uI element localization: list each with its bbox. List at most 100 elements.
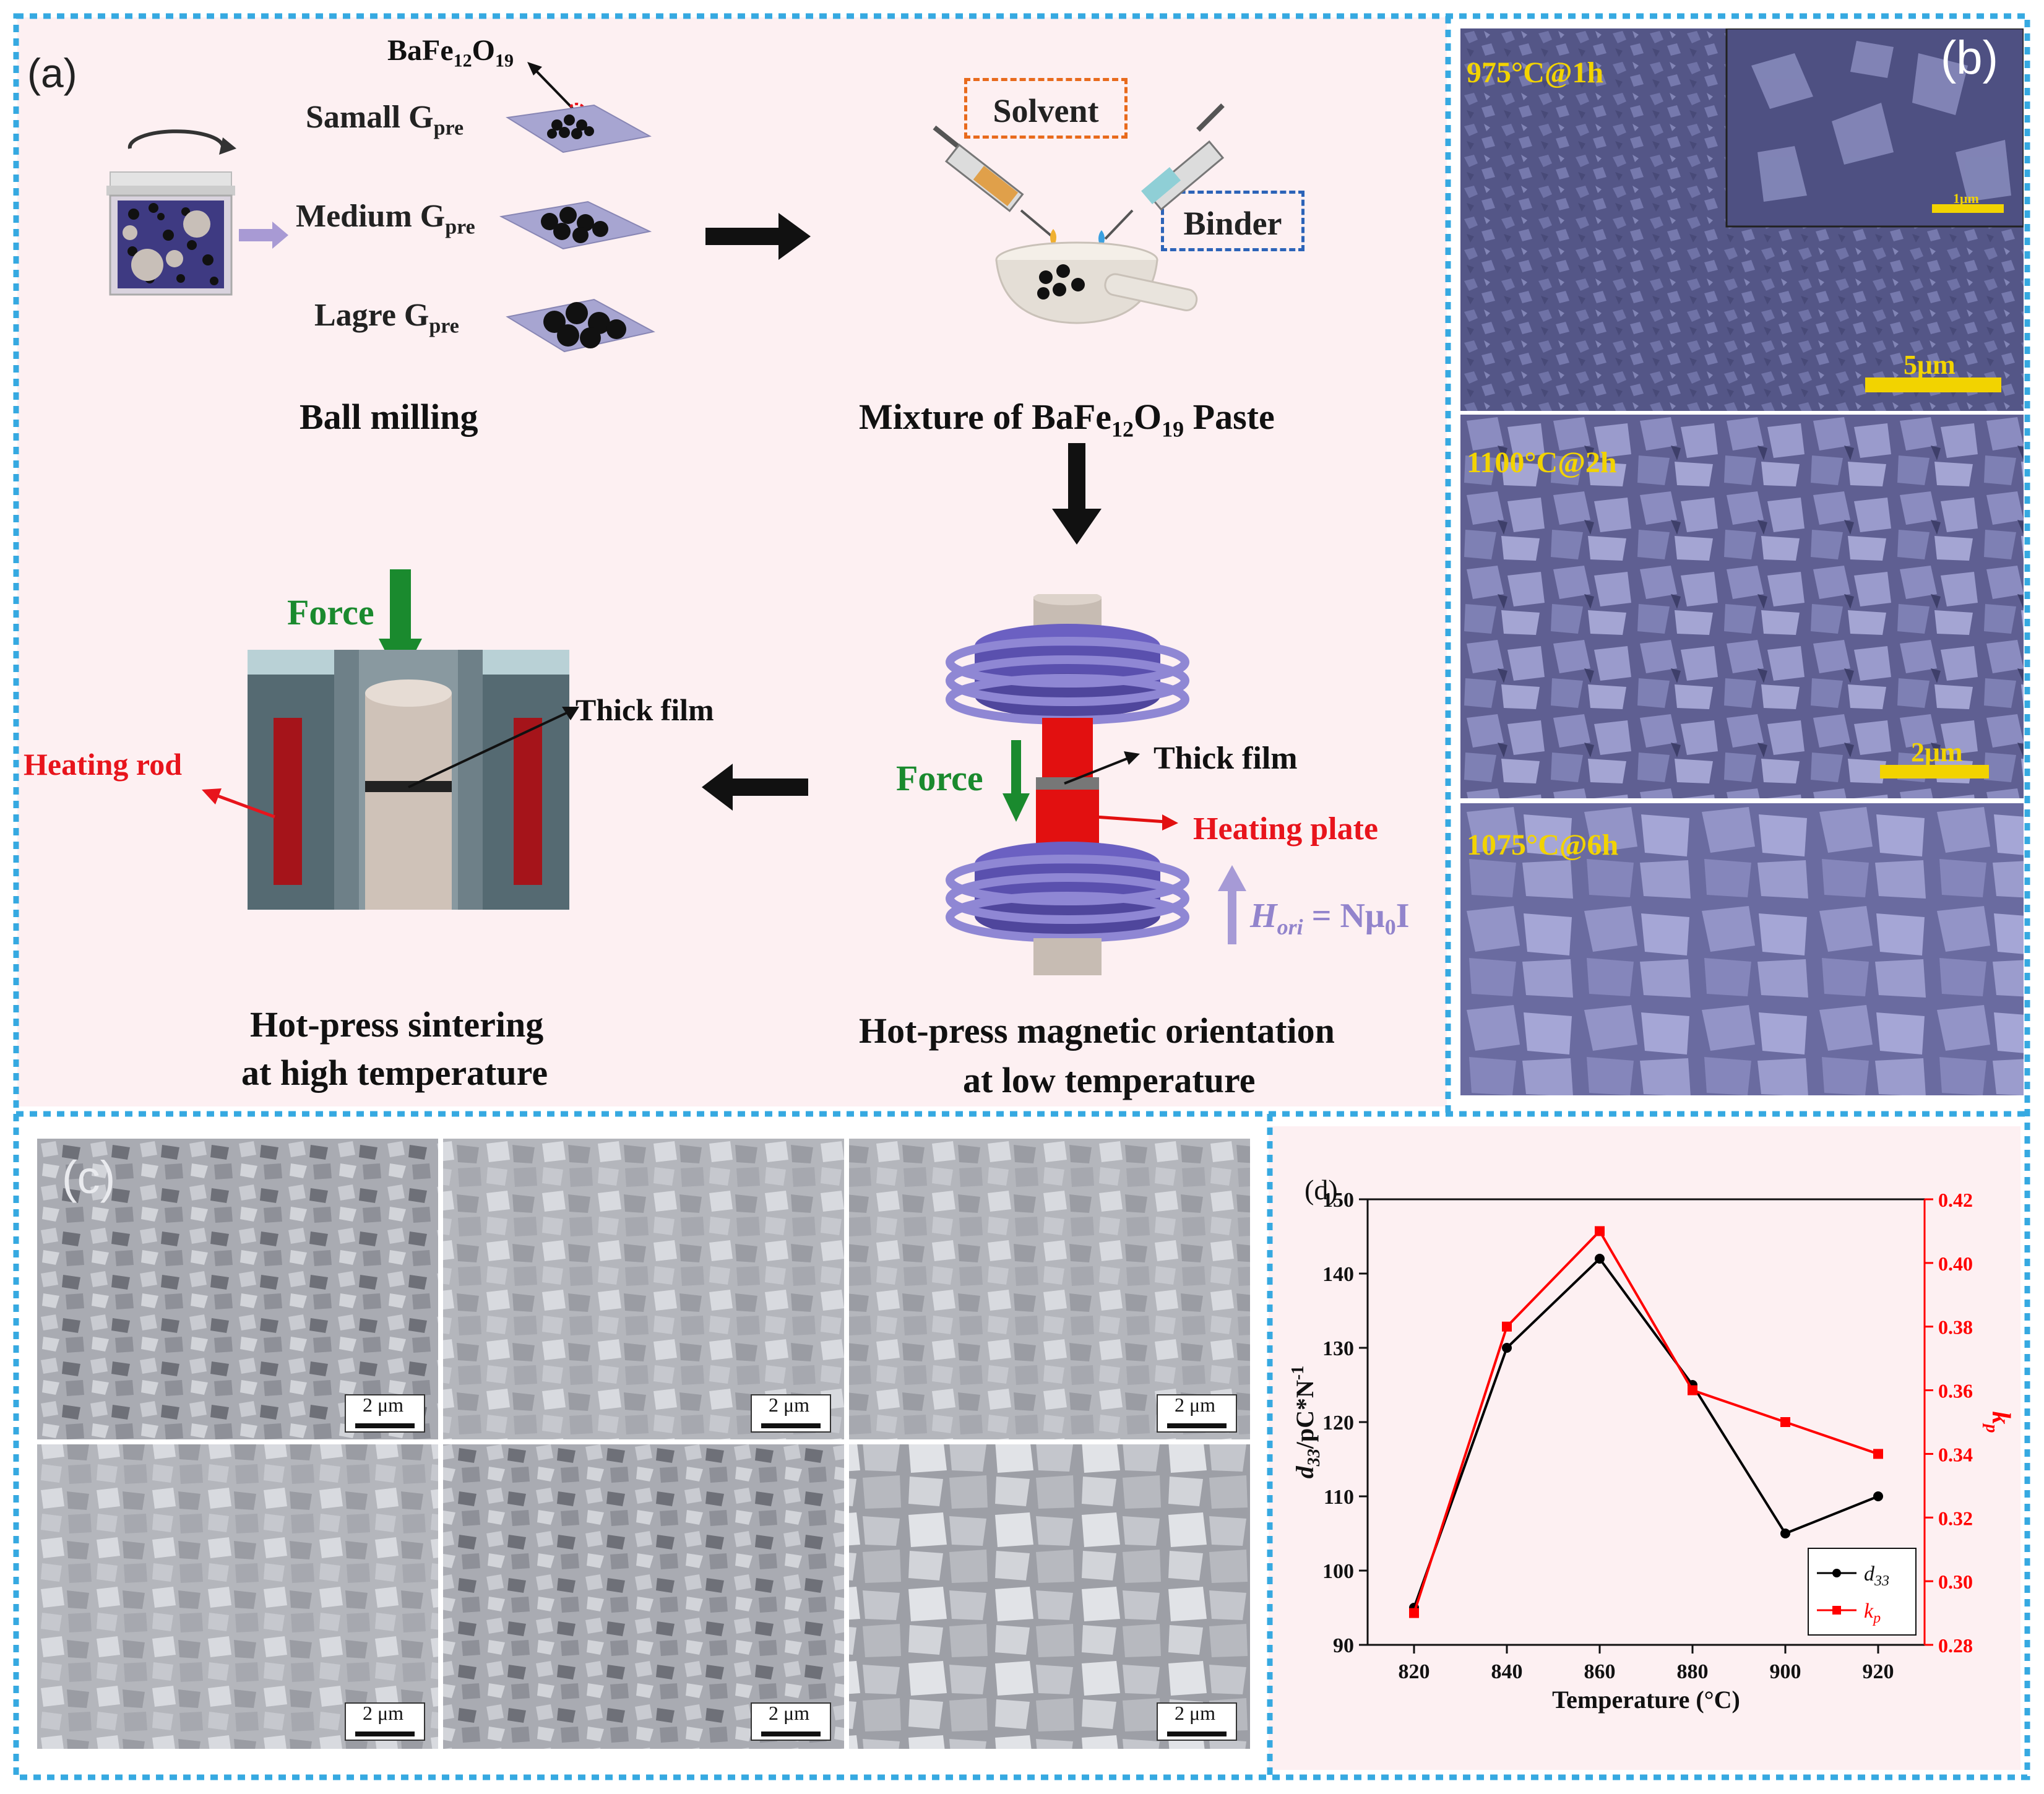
sem-condition-1100c: 1100°C@2h bbox=[1467, 446, 1617, 479]
mortar-bowl-icon bbox=[995, 241, 1198, 324]
panel-a-label: (a) bbox=[27, 50, 77, 96]
sem-image-1075c-6h: 1075°C@6h bbox=[1460, 803, 2024, 1095]
orientation-caption-line1: Hot-press magnetic orientation bbox=[859, 1011, 1335, 1051]
magnetic-field-arrow-icon bbox=[1218, 865, 1246, 944]
sem-image-c1 bbox=[37, 1139, 438, 1439]
data-point-d33 bbox=[1780, 1529, 1790, 1538]
scale-bar-5um bbox=[1865, 377, 2001, 392]
right-tick-label: 0.34 bbox=[1938, 1443, 1973, 1465]
inset-scale-bar bbox=[1932, 204, 2004, 213]
left-tick-label: 90 bbox=[1333, 1634, 1354, 1657]
orientation-caption-line2: at low temperature bbox=[963, 1060, 1256, 1100]
process-arrow-icon bbox=[239, 222, 288, 249]
arrow-left-icon bbox=[702, 764, 808, 811]
heating-rod-pointer bbox=[202, 788, 275, 819]
left-tick-label: 120 bbox=[1322, 1412, 1354, 1434]
lower-heating-plate bbox=[1036, 790, 1099, 845]
panel-c-label: (c) bbox=[62, 1152, 116, 1203]
panel-c-sem-grid bbox=[37, 1139, 1250, 1749]
data-point-kp bbox=[1502, 1321, 1512, 1332]
x-tick-label: 840 bbox=[1491, 1660, 1523, 1683]
scale-label-2um: 2μm bbox=[1911, 737, 1963, 767]
left-tick-label: 130 bbox=[1322, 1337, 1354, 1360]
formula-label: BaFe12O19 bbox=[387, 34, 514, 71]
panel-b-label: (b) bbox=[1941, 32, 1998, 84]
data-point-kp bbox=[1688, 1385, 1697, 1395]
x-axis-label: Temperature (°C) bbox=[1552, 1686, 1740, 1714]
right-tick-label: 0.36 bbox=[1938, 1380, 1973, 1402]
sheet-medium bbox=[499, 201, 652, 250]
hot-press-sintering-apparatus bbox=[248, 569, 579, 910]
ball-mill-jar bbox=[106, 129, 288, 296]
right-tick-label: 0.30 bbox=[1938, 1571, 1973, 1593]
data-point-d33 bbox=[1595, 1254, 1605, 1264]
right-tick-label: 0.38 bbox=[1938, 1316, 1973, 1339]
x-tick-label: 920 bbox=[1863, 1660, 1894, 1683]
sem-image-c3 bbox=[849, 1139, 1250, 1439]
upper-heating-plate bbox=[1042, 718, 1093, 780]
rotation-arrow-icon bbox=[127, 129, 225, 149]
series-line-d33 bbox=[1413, 1256, 1879, 1608]
scale-label-c6: 2 μm bbox=[1175, 1702, 1216, 1724]
right-axis-label: kp bbox=[1982, 1412, 2015, 1433]
heating-rod-right bbox=[514, 718, 542, 885]
sem-image-c5 bbox=[443, 1444, 844, 1749]
left-tick-label: 150 bbox=[1322, 1189, 1354, 1212]
panel-d-background bbox=[1269, 1126, 2020, 1770]
particle-sheets bbox=[499, 104, 655, 353]
size-label-large: Lagre Gpre bbox=[314, 298, 459, 338]
scale-label-5um: 5μm bbox=[1904, 350, 1956, 380]
right-axis-ticks: 0.280.300.320.340.360.380.400.42 bbox=[1925, 1189, 1973, 1657]
binder-box: Binder bbox=[1161, 191, 1304, 251]
left-tick-label: 140 bbox=[1322, 1263, 1354, 1286]
data-point-d33 bbox=[1502, 1343, 1512, 1353]
panel-d-label: (d) bbox=[1304, 1174, 1338, 1205]
scale-label-c3: 2 μm bbox=[1175, 1394, 1216, 1416]
left-axis-ticks: 90 100 110 120 130 140 150 bbox=[1322, 1189, 1368, 1657]
magnetic-field-equation: Hori = Nμ0I bbox=[1250, 897, 1410, 940]
right-tick-label: 0.32 bbox=[1938, 1507, 1973, 1529]
heating-rod-label: Heating rod bbox=[24, 747, 183, 782]
outer-dotted-frame bbox=[13, 13, 2030, 1780]
series-kp bbox=[1409, 1226, 1883, 1618]
syringe-left-icon bbox=[933, 125, 1053, 238]
left-axis-label: d33/pC*N-1 bbox=[1288, 1366, 1324, 1478]
sem-condition-1075c: 1075°C@6h bbox=[1467, 829, 1619, 861]
data-point-kp bbox=[1409, 1608, 1419, 1618]
sheet-large bbox=[506, 298, 655, 353]
size-label-small: Samall Gpre bbox=[306, 100, 464, 140]
sem-image-975c-1h: 975°C@1h 1μm 5μm (b) bbox=[1460, 28, 2024, 411]
orientation-thick-film-label: Thick film bbox=[1154, 741, 1298, 776]
data-point-kp bbox=[1873, 1449, 1883, 1459]
scale-bar-2um bbox=[1880, 765, 1989, 778]
sheet-small bbox=[506, 104, 652, 153]
right-tick-label: 0.40 bbox=[1938, 1253, 1973, 1275]
ball-milling-caption: Ball milling bbox=[300, 397, 478, 437]
scale-label-c5: 2 μm bbox=[769, 1702, 810, 1724]
orientation-force-label: Force bbox=[896, 758, 983, 798]
orientation-force-arrow-icon bbox=[1003, 740, 1030, 822]
right-tick-label: 0.42 bbox=[1938, 1189, 1973, 1211]
sintering-force-label: Force bbox=[287, 592, 374, 632]
x-tick-label: 820 bbox=[1399, 1660, 1430, 1683]
mixture-caption: Mixture of BaFe12O19 Paste bbox=[859, 397, 1275, 442]
data-point-kp bbox=[1780, 1417, 1790, 1427]
syringe-right-icon bbox=[1104, 103, 1225, 240]
left-tick-label: 100 bbox=[1322, 1560, 1354, 1583]
x-tick-label: 900 bbox=[1770, 1660, 1801, 1683]
sem-image-c6 bbox=[849, 1444, 1250, 1749]
scale-label-c4: 2 μm bbox=[363, 1702, 404, 1724]
sem-image-c4 bbox=[37, 1444, 438, 1749]
arrow-right-icon bbox=[705, 213, 811, 260]
x-tick-label: 860 bbox=[1584, 1660, 1616, 1683]
panel-a-background bbox=[17, 17, 1447, 1106]
solvent-box: Solvent bbox=[964, 78, 1128, 139]
sem-image-1100c-2h: 1100°C@2h 2μm bbox=[1460, 415, 2024, 798]
sem-condition-975c: 975°C@1h bbox=[1467, 56, 1604, 89]
sintering-caption-line1: Hot-press sintering bbox=[250, 1004, 544, 1045]
heating-rod-left bbox=[274, 718, 302, 885]
left-tick-label: 110 bbox=[1324, 1486, 1354, 1509]
